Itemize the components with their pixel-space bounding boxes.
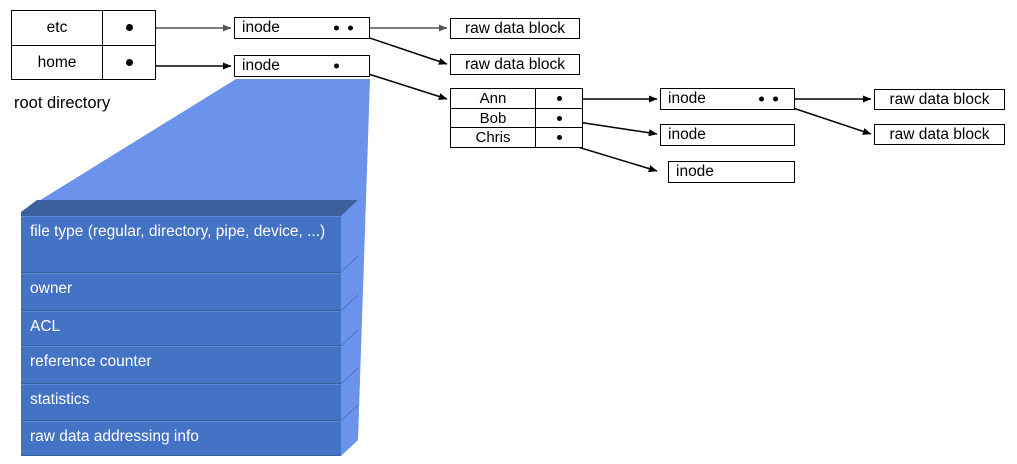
inode-label: inode <box>676 163 714 181</box>
filled-dot-icon <box>125 58 133 66</box>
dir-entry-name: Ann <box>451 89 536 108</box>
inode-block-side-face <box>341 200 358 456</box>
block-side-divider <box>340 367 359 385</box>
inode-field-statistics: statistics <box>21 384 341 421</box>
dir-entry-pointer-cell[interactable] <box>103 46 155 80</box>
table-row[interactable]: Chris <box>451 127 582 148</box>
block-side-divider <box>340 255 359 273</box>
inode-field-reference-counter: reference counter <box>21 346 341 384</box>
table-row[interactable]: Ann <box>451 89 582 108</box>
table-row[interactable]: etc <box>12 11 155 45</box>
inode-block-top-face <box>21 200 358 216</box>
pointer-dot-icon <box>759 96 764 102</box>
root-directory-caption: root directory <box>14 94 111 112</box>
inode-label: inode <box>242 57 280 75</box>
filled-dot-icon <box>556 135 562 141</box>
dir-entry-name: etc <box>12 11 103 45</box>
dir-entry-pointer-cell[interactable] <box>536 128 582 147</box>
inode-box-bob[interactable]: inode <box>660 124 795 146</box>
inode-field-file-type: file type (regular, directory, pipe, dev… <box>21 216 341 273</box>
filled-dot-icon <box>125 24 133 32</box>
dir-entry-name: home <box>12 45 103 79</box>
inode-label: inode <box>242 19 280 37</box>
inode-box-etc[interactable]: inode <box>234 17 370 39</box>
inode-field-raw-data-addressing-info: raw data addressing info <box>21 421 341 456</box>
inode-box-chris[interactable]: inode <box>668 161 795 183</box>
root-directory-table: etc home <box>11 10 156 80</box>
raw-data-block[interactable]: raw data block <box>450 54 580 75</box>
home-directory-table: Ann Bob Chris <box>450 88 583 148</box>
inode-label: inode <box>668 126 706 144</box>
inode-pointer-dots[interactable] <box>334 25 353 31</box>
pointer-dot-icon <box>348 25 353 31</box>
inode-box-ann[interactable]: inode <box>660 88 795 110</box>
raw-data-block[interactable]: raw data block <box>450 18 580 39</box>
block-side-divider <box>340 329 359 347</box>
inode-field-acl: ACL <box>21 311 341 346</box>
inode-pointer-dots[interactable] <box>759 96 778 102</box>
inode-box-home[interactable]: inode <box>234 55 370 77</box>
inode-pointer-dots[interactable] <box>334 63 339 69</box>
pointer-dot-icon <box>334 25 339 31</box>
link-inode2-to-home-dir <box>355 69 448 100</box>
table-row[interactable]: home <box>12 44 155 80</box>
table-row[interactable]: Bob <box>451 107 582 128</box>
pointer-dot-icon <box>334 63 339 69</box>
dir-entry-pointer-cell[interactable] <box>536 109 582 128</box>
block-side-divider <box>340 294 359 312</box>
dir-entry-name: Bob <box>451 108 536 128</box>
filled-dot-icon <box>556 95 562 101</box>
inode-label: inode <box>668 90 706 108</box>
pointer-dot-icon <box>773 96 778 102</box>
raw-data-block[interactable]: raw data block <box>874 124 1005 145</box>
dir-entry-pointer-cell[interactable] <box>103 11 155 45</box>
raw-data-block[interactable]: raw data block <box>874 89 1005 110</box>
block-side-divider <box>340 404 359 422</box>
filled-dot-icon <box>556 115 562 121</box>
dir-entry-name: Chris <box>451 128 536 148</box>
inode-field-owner: owner <box>21 273 341 311</box>
dir-entry-pointer-cell[interactable] <box>536 89 582 108</box>
